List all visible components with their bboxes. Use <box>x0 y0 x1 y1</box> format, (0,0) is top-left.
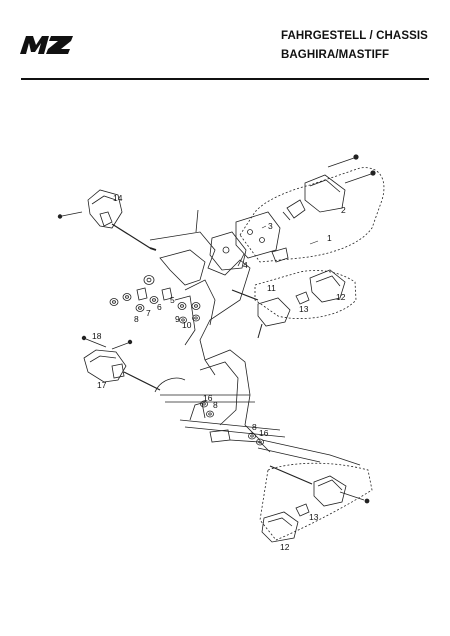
callout-8-mid: 8 <box>213 400 218 410</box>
mount-plate <box>209 231 247 271</box>
callout-labels: 14 2 3 1 4 11 12 13 5 6 7 8 9 10 18 17 1… <box>92 193 346 552</box>
front-left-indicator-14 <box>57 189 157 251</box>
leader-lines <box>261 225 319 245</box>
callout-5: 5 <box>170 295 175 305</box>
callout-14: 14 <box>113 193 123 203</box>
bulb-part-13-upper <box>295 291 310 305</box>
callout-3: 3 <box>268 221 273 231</box>
upper-indicator-assembly <box>209 154 385 271</box>
screw-upper-b <box>344 173 372 184</box>
callout-6-upper: 6 <box>157 302 162 312</box>
callout-9: 9 <box>175 314 180 324</box>
callout-13-upper: 13 <box>299 304 309 314</box>
housing-lower <box>313 475 347 507</box>
screw-14 <box>61 211 83 217</box>
right-indicator-assembly-upper <box>231 269 357 339</box>
callout-16-right: 16 <box>259 428 269 438</box>
screw-18 <box>85 338 107 348</box>
callout-8-right: 8 <box>252 422 257 432</box>
callout-4: 4 <box>243 260 248 270</box>
callout-13-lower: 13 <box>309 512 319 522</box>
callout-18: 18 <box>92 331 102 341</box>
mz-logo: MZ <box>20 36 73 54</box>
rear-left-indicator-17 <box>81 335 161 391</box>
callout-16-left: 16 <box>203 393 213 403</box>
bulb-part-13-lower <box>295 503 310 517</box>
lens-part-12-upper <box>309 269 346 303</box>
callout-10: 10 <box>182 320 192 330</box>
header-rule <box>21 78 429 80</box>
callout-2: 2 <box>341 205 346 215</box>
washer-nut-cluster <box>109 275 201 324</box>
housing-part-4 <box>235 211 281 259</box>
callout-7: 7 <box>146 308 151 318</box>
lens-part-2 <box>304 174 346 213</box>
lens-part-12-lower <box>261 511 299 543</box>
page-title-line1: FAHRGESTELL / CHASSIS <box>281 30 428 42</box>
frame <box>149 209 361 466</box>
screw-upper-a <box>327 157 355 168</box>
bulb-part-3 <box>286 199 306 219</box>
callout-17: 17 <box>97 380 107 390</box>
callout-12-lower: 12 <box>280 542 290 552</box>
housing-part-11 <box>257 297 291 327</box>
lower-washer-cluster <box>200 400 264 446</box>
callout-8-upper: 8 <box>134 314 139 324</box>
callout-11: 11 <box>267 283 276 293</box>
callout-1: 1 <box>327 233 332 243</box>
mz-logo-mark <box>20 36 73 54</box>
callout-12-upper: 12 <box>336 292 346 302</box>
screw-lower <box>339 491 365 501</box>
page-title-line2: BAGHIRA/MASTIFF <box>281 49 390 61</box>
right-indicator-assembly-lower <box>259 462 373 543</box>
